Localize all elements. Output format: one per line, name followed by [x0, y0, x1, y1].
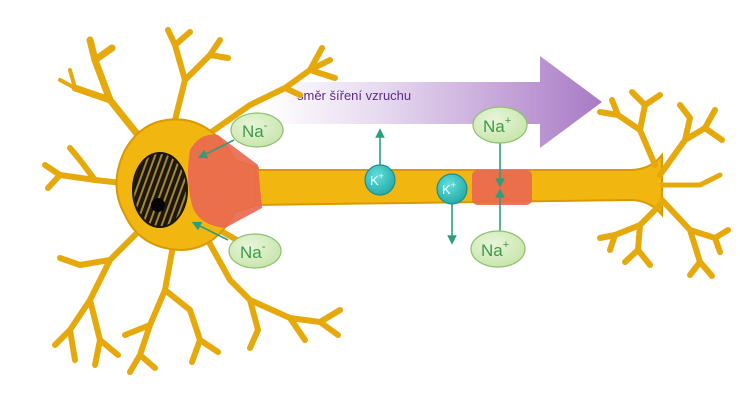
- sodium-ion-left-top: Na-: [230, 112, 284, 148]
- ion-symbol: K: [370, 173, 379, 188]
- sodium-ion-right-top: Na+: [472, 106, 528, 144]
- ion-symbol: Na: [240, 243, 262, 262]
- ion-flow-arrows: [191, 128, 505, 245]
- svg-text:Na+: Na+: [483, 115, 511, 136]
- ion-charge: +: [505, 115, 511, 127]
- axon-hillock-depolarized: [187, 134, 262, 228]
- ion-charge: -: [262, 241, 266, 253]
- svg-text:K+: K+: [442, 180, 456, 197]
- ion-charge: -: [264, 120, 268, 132]
- sodium-ion-left-bottom: Na-: [228, 233, 282, 269]
- axon-terminals: [597, 89, 731, 279]
- svg-text:Na-: Na-: [240, 241, 266, 262]
- svg-text:Na-: Na-: [242, 120, 268, 141]
- ion-symbol: Na: [242, 122, 264, 141]
- sodium-ion-right-bottom: Na+: [470, 230, 526, 268]
- ion-symbol: Na: [481, 241, 503, 260]
- na-left-top-arrow: [197, 139, 235, 159]
- nucleolus: [151, 198, 165, 212]
- propagation-direction-label: směr šíření vzruchu: [297, 88, 411, 103]
- na-left-bottom-arrow: [191, 221, 229, 241]
- ion-charge: +: [379, 171, 384, 181]
- ion-charge: +: [451, 180, 456, 190]
- depolarized-segment: [472, 170, 532, 205]
- potassium-ion-lower: K+: [436, 173, 468, 205]
- ion-symbol: K: [442, 182, 451, 197]
- ion-symbol: Na: [483, 117, 505, 136]
- propagation-direction-arrow: [265, 56, 602, 148]
- ion-charge: +: [503, 239, 509, 251]
- svg-text:Na+: Na+: [481, 239, 509, 260]
- nucleus: [132, 152, 188, 228]
- svg-text:K+: K+: [370, 171, 384, 188]
- potassium-ion-upper: K+: [364, 164, 396, 196]
